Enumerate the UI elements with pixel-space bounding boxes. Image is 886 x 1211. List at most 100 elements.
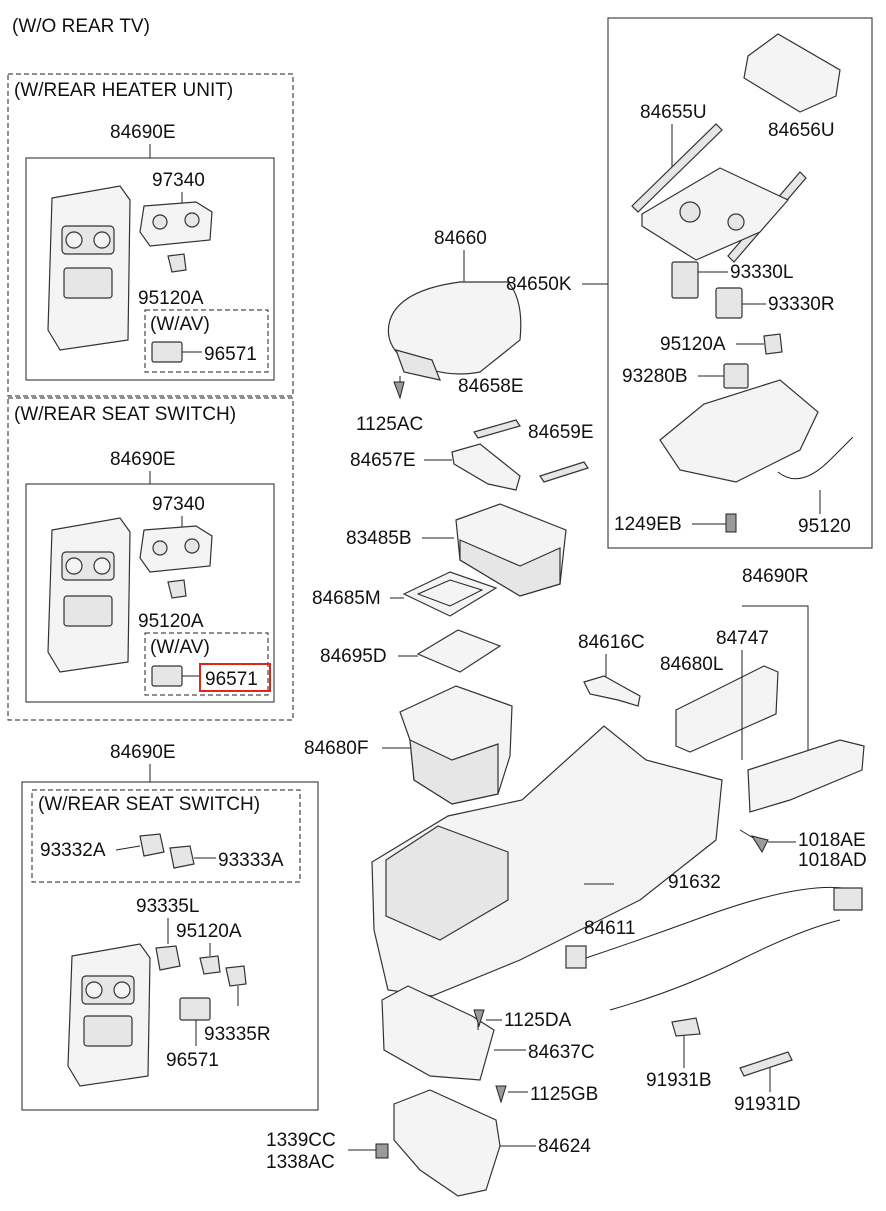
wiring-95120 [777, 437, 853, 480]
section-w-av-1 [144, 309, 269, 373]
label-84637C[interactable]: 84637C [528, 1042, 595, 1063]
label-91931D[interactable]: 91931D [734, 1094, 801, 1115]
wiring-91632 [579, 886, 861, 961]
nut-1339CC [375, 1143, 389, 1159]
label-91632[interactable]: 91632 [668, 872, 721, 893]
label-95120A-a[interactable]: 95120A [138, 288, 204, 309]
part-93335R [225, 965, 247, 987]
section-rear-seat-switch-2 [31, 789, 301, 883]
part-91931B [671, 1017, 701, 1037]
part-95120A-a [167, 253, 187, 273]
part-93330R [715, 287, 743, 319]
part-95120A-b [167, 579, 187, 599]
part-93330L [671, 261, 699, 299]
part-84616C [583, 675, 641, 707]
label-84680F[interactable]: 84680F [304, 738, 368, 759]
header-wo-rear-tv: (W/O REAR TV) [12, 16, 150, 37]
header-w-av-2: (W/AV) [150, 637, 210, 658]
box-84690E-c [21, 781, 319, 1111]
label-96571-c[interactable]: 96571 [166, 1050, 219, 1071]
label-95120[interactable]: 95120 [798, 516, 851, 537]
label-1338AC[interactable]: 1338AC [266, 1152, 335, 1173]
label-84655U[interactable]: 84655U [640, 102, 707, 123]
part-93335L [155, 945, 181, 971]
label-95120A-d[interactable]: 95120A [660, 334, 726, 355]
label-84650K[interactable]: 84650K [506, 274, 572, 295]
label-1018AE[interactable]: 1018AE [798, 830, 866, 851]
label-93333A[interactable]: 93333A [218, 850, 284, 871]
label-96571-b[interactable]: 96571 [205, 669, 258, 690]
section-rear-seat-switch-1 [7, 397, 294, 721]
bolt-1125GB [495, 1085, 507, 1104]
label-84658E[interactable]: 84658E [458, 376, 524, 397]
header-rear-seat-switch-2: (W/REAR SEAT SWITCH) [38, 794, 260, 815]
label-84680L[interactable]: 84680L [660, 654, 723, 675]
bezel-part-c [67, 943, 151, 1087]
box-84690E-b [25, 483, 275, 703]
label-84611[interactable]: 84611 [584, 918, 635, 939]
label-84656U[interactable]: 84656U [768, 120, 835, 141]
label-84690E-b[interactable]: 84690E [110, 449, 176, 470]
header-rear-heater-unit: (W/REAR HEATER UNIT) [14, 80, 233, 101]
label-1125GB[interactable]: 1125GB [530, 1084, 598, 1105]
label-95120A-c[interactable]: 95120A [176, 921, 242, 942]
label-84659E[interactable]: 84659E [528, 422, 594, 443]
label-84690R[interactable]: 84690R [742, 566, 809, 587]
part-84685M [402, 571, 498, 617]
label-93330L[interactable]: 93330L [730, 262, 793, 283]
label-1249EB[interactable]: 1249EB [614, 514, 682, 535]
part-rear-cover [743, 33, 841, 113]
label-1018AD[interactable]: 1018AD [798, 850, 867, 871]
label-84624[interactable]: 84624 [538, 1136, 591, 1157]
part-84655U [631, 123, 723, 213]
part-93280B [723, 363, 749, 389]
label-84695D[interactable]: 84695D [320, 646, 387, 667]
label-96571-a[interactable]: 96571 [204, 344, 257, 365]
box-84690E-a [25, 157, 275, 381]
label-84660[interactable]: 84660 [434, 228, 487, 249]
label-84690E-c[interactable]: 84690E [110, 742, 176, 763]
part-84624 [393, 1089, 501, 1197]
part-84695D [416, 629, 502, 673]
label-84747[interactable]: 84747 [716, 628, 769, 649]
part-84637C [381, 985, 495, 1081]
label-84685M[interactable]: 84685M [312, 588, 381, 609]
part-84690R [747, 739, 865, 813]
bolt-1125DA [473, 1009, 485, 1028]
label-93330R[interactable]: 93330R [768, 294, 835, 315]
part-93333A [169, 845, 195, 869]
header-w-av-1: (W/AV) [150, 314, 210, 335]
label-1125DA[interactable]: 1125DA [504, 1010, 572, 1031]
label-93335R[interactable]: 93335R [204, 1024, 271, 1045]
label-93332A[interactable]: 93332A [40, 840, 106, 861]
label-93280B[interactable]: 93280B [622, 366, 688, 387]
label-84690E-a[interactable]: 84690E [110, 122, 176, 143]
part-93332A [139, 833, 165, 857]
label-97340-b[interactable]: 97340 [152, 494, 205, 515]
highlight-96571 [199, 663, 271, 692]
label-93335L[interactable]: 93335L [136, 896, 199, 917]
bolt-1249EB [725, 513, 737, 533]
bolt-1018AE [750, 835, 769, 854]
part-95120A-d [763, 333, 783, 355]
switch-97340-b [139, 525, 213, 573]
part-84659E [539, 461, 589, 483]
label-95120A-b[interactable]: 95120A [138, 611, 204, 632]
part-84657E [451, 443, 521, 491]
bolt-1125AC [393, 381, 405, 400]
label-91931B[interactable]: 91931B [646, 1070, 712, 1091]
label-1125AC[interactable]: 1125AC [356, 414, 423, 435]
box-84650K [607, 17, 873, 549]
section-rear-heater-unit [7, 73, 294, 397]
label-84616C[interactable]: 84616C [578, 632, 645, 653]
label-97340-a[interactable]: 97340 [152, 170, 205, 191]
bezel-part-b [47, 517, 131, 673]
part-armrest-84660 [387, 281, 522, 375]
part-96571-a [151, 341, 183, 363]
header-rear-seat-switch-1: (W/REAR SEAT SWITCH) [14, 404, 236, 425]
label-1339CC[interactable]: 1339CC [266, 1130, 336, 1151]
label-83485B[interactable]: 83485B [346, 528, 412, 549]
label-84657E[interactable]: 84657E [350, 450, 416, 471]
